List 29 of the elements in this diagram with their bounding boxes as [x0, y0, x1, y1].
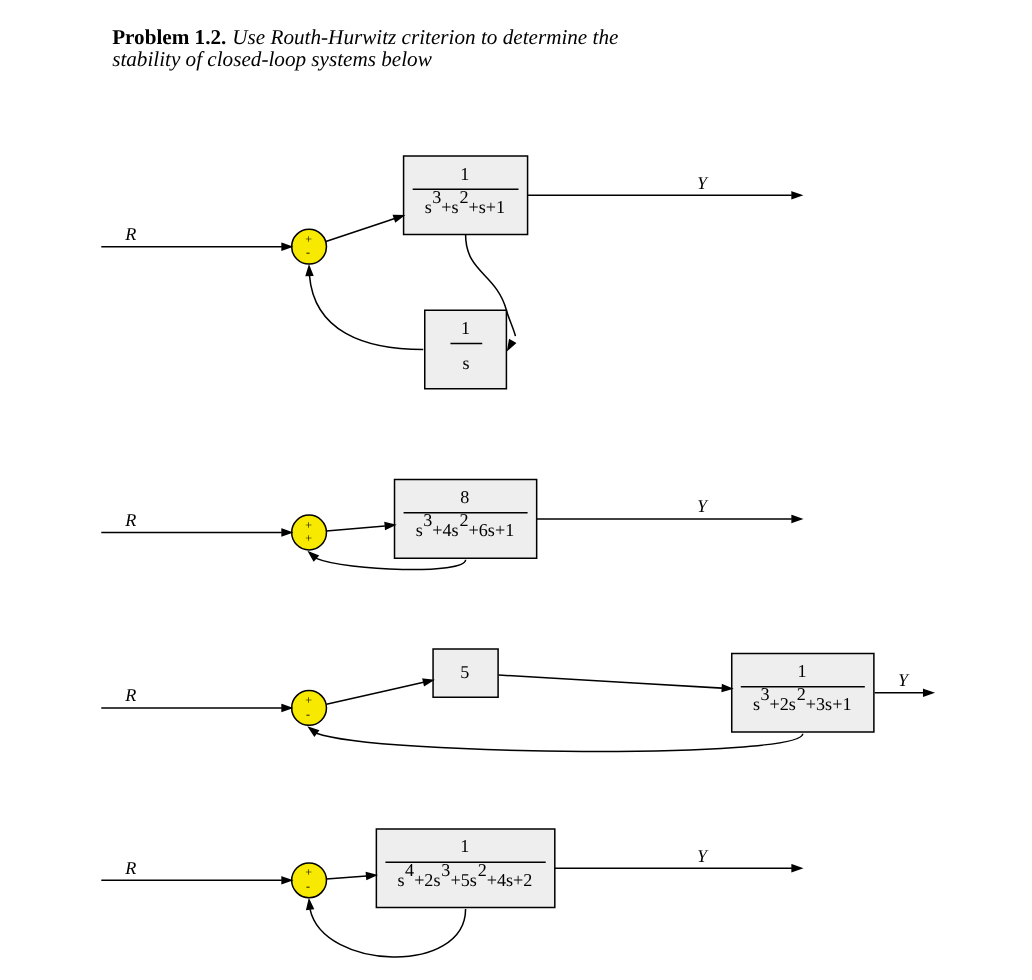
arrow [324, 678, 434, 706]
arrow [324, 214, 405, 243]
arrow [99, 703, 293, 713]
edge-label: R [124, 224, 136, 245]
arrow [99, 242, 293, 251]
arrow [304, 897, 466, 958]
diagram-title: Problem 1.2. Use Routh-Hurwitz criterion to determine the stability of closed-loop systems below [111, 28, 618, 72]
node-box: 5 [431, 648, 498, 699]
arrow [304, 264, 423, 351]
edge-label: Y [695, 172, 707, 193]
arrow [306, 726, 803, 753]
edge-label: R [124, 857, 136, 878]
node-box: 1 s [423, 309, 507, 390]
arrow [306, 550, 466, 571]
arrow [553, 863, 803, 873]
arrow [872, 688, 935, 698]
arrow [324, 521, 396, 532]
edge-label: Y [695, 496, 707, 517]
arrow [496, 674, 733, 693]
arrow [463, 233, 516, 352]
arrow [535, 514, 803, 524]
edge-label: R [124, 685, 136, 706]
edge-label: R [124, 509, 136, 530]
edge-label: Y [695, 845, 707, 866]
arrow [99, 876, 293, 885]
arrow [525, 191, 803, 200]
arrow [99, 528, 293, 537]
edge-label: Y [897, 670, 908, 691]
arrow [324, 871, 377, 881]
